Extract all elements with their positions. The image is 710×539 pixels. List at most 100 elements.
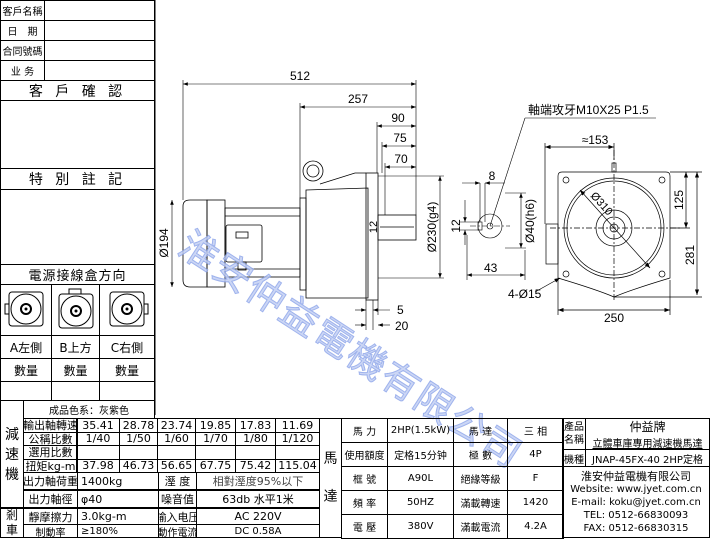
dim-12: 12 xyxy=(449,219,463,233)
dim-70: 70 xyxy=(394,152,408,166)
reducer-cell: 11.69 xyxy=(275,418,320,433)
brake-rate-value: ≥180% xyxy=(77,524,159,538)
reducer-cell: 75.42 xyxy=(235,458,276,473)
motor-cell: 三 相 xyxy=(507,418,564,443)
reducer-cell: 56.65 xyxy=(157,458,196,473)
dim-5: 5 xyxy=(397,303,404,317)
humidity-value: 相對溼度95%以下 xyxy=(196,472,320,490)
brand: 仲益牌 xyxy=(629,420,666,434)
motor-cell: 框 號 xyxy=(341,466,388,491)
motor-drawing: 512 257 90 75 70 Ø194 Ø230(g4) 5 20 8 12… xyxy=(154,0,702,415)
dim-90: 90 xyxy=(391,111,405,125)
company-name: 淮安仲益電機有限公司 xyxy=(581,469,691,483)
brake-torque-value: 3.0kg-m xyxy=(77,508,159,525)
dim-75: 75 xyxy=(393,131,407,145)
reducer-cell: 37.98 xyxy=(76,458,120,473)
reducer-cell: 35.41 xyxy=(76,418,120,433)
noise-value: 63db 水平1米 xyxy=(196,490,320,508)
dim-281: 281 xyxy=(683,245,697,265)
reducer-cell: 46.73 xyxy=(119,458,158,473)
dim-overall: 512 xyxy=(290,69,310,83)
motor-cell: 50HZ xyxy=(387,490,454,515)
flange-front-view xyxy=(534,143,702,315)
motor-cell: A90L xyxy=(387,466,454,491)
shaft-tap-note: 軸端攻牙M10X25 P1.5 xyxy=(528,103,649,117)
reducer-cell xyxy=(195,445,236,460)
reducer-cell: 1/50 xyxy=(119,431,158,446)
motor-cell: F xyxy=(507,466,564,491)
reducer-cell: 1/40 xyxy=(76,431,120,446)
motor-cell: 極 數 xyxy=(453,442,508,467)
dim-dia40: Ø40(h6) xyxy=(523,199,537,243)
dim-125: 125 xyxy=(672,190,686,210)
dim-dia230: Ø230(g4) xyxy=(425,202,439,253)
dimension-lines xyxy=(170,80,444,330)
motor-cell: 絕緣等級 xyxy=(453,466,508,491)
product-name: 仲益牌 立體車庫專用減速機馬達 xyxy=(585,418,710,450)
load-label: 出力軸荷重 xyxy=(23,472,78,490)
motor-cell: 滿載轉速 xyxy=(453,490,508,515)
motor-cell: 馬 達 xyxy=(453,418,508,443)
motor-cell: 380V xyxy=(387,514,454,539)
motor-cell: 4.2A xyxy=(507,514,564,539)
reducer-cell xyxy=(235,445,276,460)
reducer-cell: 67.75 xyxy=(195,458,236,473)
dim-43: 43 xyxy=(484,261,498,275)
brake-voltage-value: AC 220V xyxy=(196,508,320,525)
reducer-section-label: 減速機 xyxy=(0,400,24,509)
website-link[interactable]: Website: www.jyet.com.cn xyxy=(570,483,702,495)
dim-holes: 4-Ø15 xyxy=(508,287,542,301)
shaft-end-view xyxy=(460,117,656,280)
model-value: JNAP-45FX-40 2HP定格 xyxy=(585,449,710,467)
reducer-row-label: 選用比數 xyxy=(23,445,78,460)
reducer-cell: 1/60 xyxy=(157,431,196,446)
dim-12-side: 12 xyxy=(368,221,380,233)
motor-cell: 滿載電流 xyxy=(453,514,508,539)
fax: FAX: 0512-66830315 xyxy=(583,522,689,534)
reducer-cell: 1/120 xyxy=(275,431,320,446)
brake-current-label: 動作電流 xyxy=(158,524,197,538)
dim-250: 250 xyxy=(604,311,624,325)
brake-rate-label: 制動率 xyxy=(23,524,78,538)
dim-8: 8 xyxy=(489,169,496,183)
reducer-cell: 17.83 xyxy=(235,418,276,433)
reducer-cell: 19.85 xyxy=(195,418,236,433)
shaft-dia-label: 出力軸徑 xyxy=(23,490,78,508)
motor-section-label: 馬達 xyxy=(319,418,342,538)
reducer-cell xyxy=(76,445,120,460)
dim-257: 257 xyxy=(348,92,368,106)
humidity-label: 溼 度 xyxy=(158,472,197,490)
brake-current-value: DC 0.58A xyxy=(196,524,320,538)
reducer-cell: 23.74 xyxy=(157,418,196,433)
reducer-cell xyxy=(275,445,320,460)
reducer-cell: 1/80 xyxy=(235,431,276,446)
reducer-cell: 115.04 xyxy=(275,458,320,473)
dim-dia194: Ø194 xyxy=(157,228,171,258)
motor-cell: 2HP(1.5kW) xyxy=(387,418,454,443)
brake-torque-label: 靜摩擦力 xyxy=(23,508,78,525)
product-title: 立體車庫專用減速機馬達 xyxy=(592,439,703,450)
motor-cell: 定格15分钟 xyxy=(387,442,454,467)
tel: TEL: 0512-66830093 xyxy=(583,509,689,521)
motor-cell: 馬 力 xyxy=(341,418,388,443)
shaft-dia-value: φ40 xyxy=(77,490,159,508)
color-note: 成品色系：灰紫色 xyxy=(23,400,155,419)
product-name-label: 產品名稱 xyxy=(562,418,586,450)
motor-cell: 4P xyxy=(507,442,564,467)
motor-cell: 電 壓 xyxy=(341,514,388,539)
brake-voltage-label: 输入电压 xyxy=(158,508,197,525)
brake-section-label: 剎車 xyxy=(0,507,24,538)
email-link[interactable]: E-mail: koku@jyet.com.cn xyxy=(571,496,701,508)
dim-20: 20 xyxy=(395,319,409,333)
company-block: 淮安仲益電機有限公司 Website: www.jyet.com.cn E-ma… xyxy=(562,466,710,538)
motor-cell: 使用額度 xyxy=(341,442,388,467)
noise-label: 噪音值 xyxy=(158,490,197,508)
reducer-row-label: 輸出軸轉速 xyxy=(23,418,78,433)
motor-cell: 1420 xyxy=(507,490,564,515)
reducer-row-label: 扭矩kg-m xyxy=(23,458,78,473)
reducer-row-label: 公稱比數 xyxy=(23,431,78,446)
load-value: 1400kg xyxy=(77,472,159,490)
motor-cell: 頻 率 xyxy=(341,490,388,515)
reducer-cell xyxy=(157,445,196,460)
reducer-cell: 28.78 xyxy=(119,418,158,433)
